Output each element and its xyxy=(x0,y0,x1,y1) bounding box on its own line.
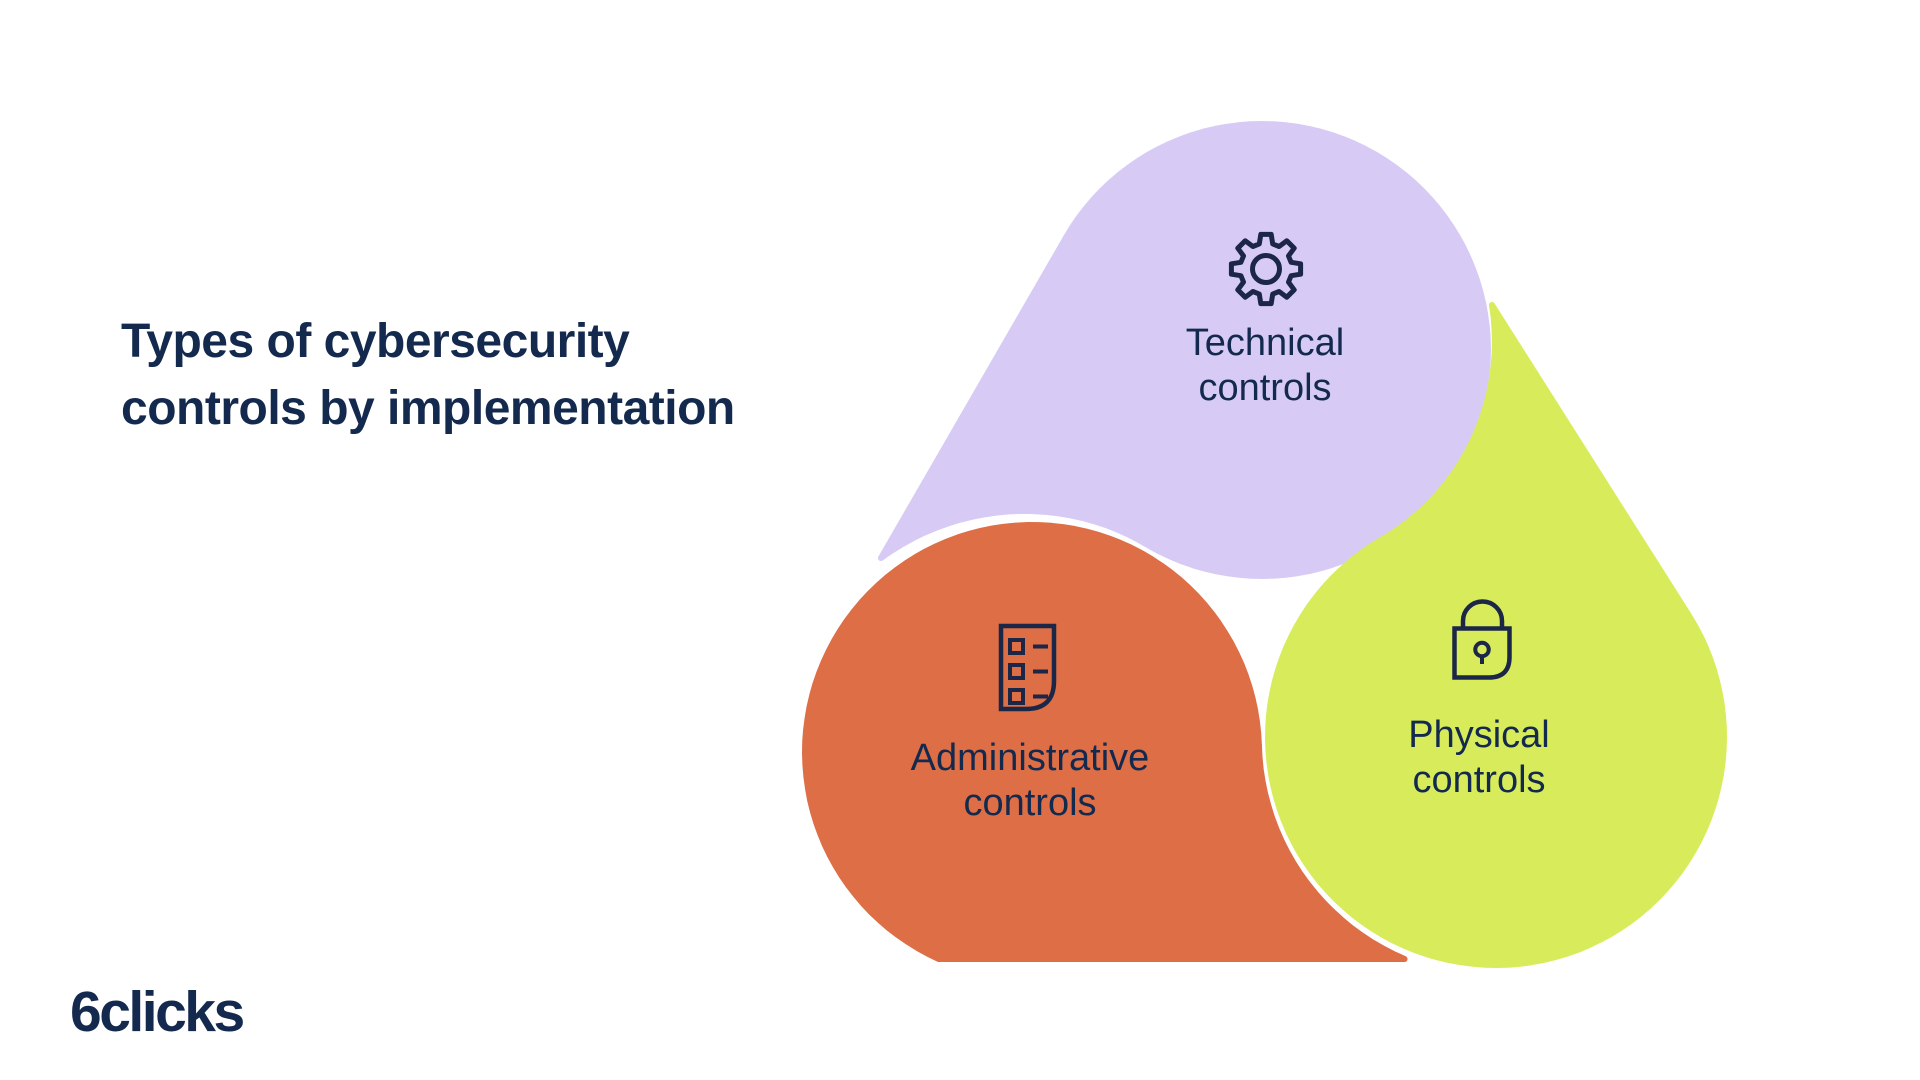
padlock-icon xyxy=(1452,599,1512,680)
physical-controls-shape xyxy=(1265,302,1727,968)
administrative-controls-shape xyxy=(802,522,1408,962)
checklist-document-icon xyxy=(998,623,1057,712)
page-title: Types of cybersecurity controls by imple… xyxy=(121,315,735,435)
6clicks-logo: 6clicks xyxy=(70,980,245,1044)
physical-controls-label: Physical controls xyxy=(1408,714,1550,801)
administrative-controls-label: Administrative controls xyxy=(910,737,1150,824)
technical-controls-shape xyxy=(878,121,1491,579)
technical-controls-label: Technical controls xyxy=(1185,322,1345,409)
gear-icon xyxy=(1228,231,1304,307)
